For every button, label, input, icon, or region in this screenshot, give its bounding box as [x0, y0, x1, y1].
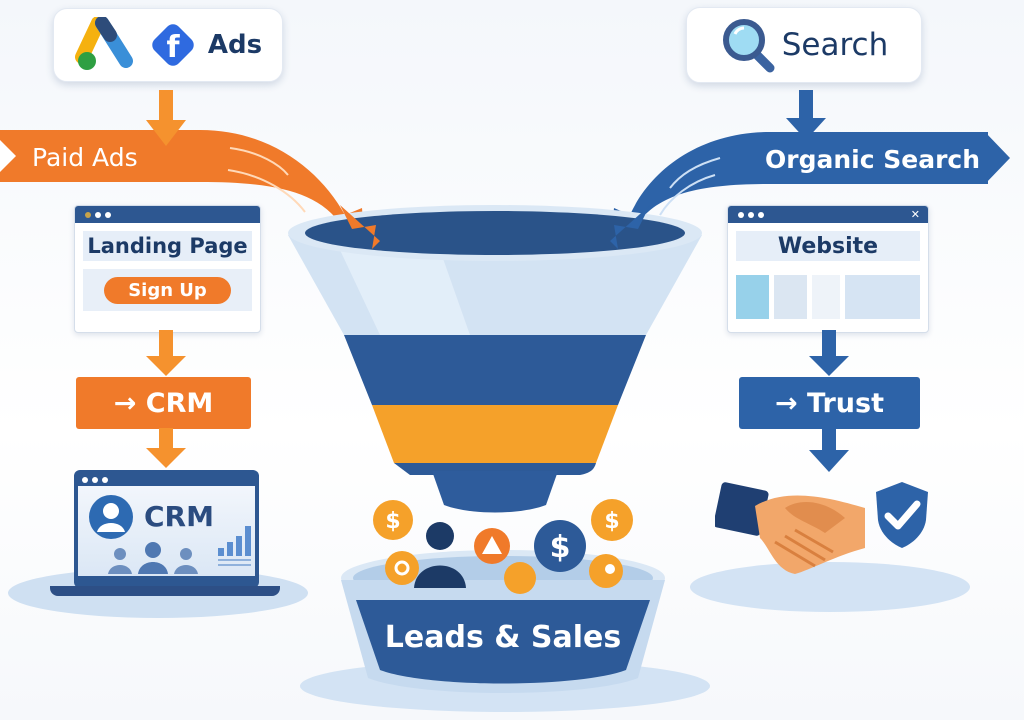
laptop-base	[50, 586, 280, 596]
down-arrow-icon	[786, 90, 826, 140]
coin-icon	[589, 554, 623, 588]
bar-chart-icon	[218, 526, 251, 566]
paid-ads-label: Paid Ads	[32, 143, 138, 172]
dollar-coin-icon: $	[591, 499, 633, 541]
website-window: ✕ Website	[727, 205, 929, 333]
handshake-icon	[715, 482, 865, 574]
svg-text:$: $	[385, 509, 400, 534]
landing-page-title: Landing Page	[87, 234, 248, 258]
svg-text:$: $	[604, 509, 619, 534]
ads-label: Ads	[207, 30, 263, 60]
coins-and-leads: $ $ $	[373, 499, 633, 594]
landing-page-window: Landing Page Sign Up	[74, 205, 261, 333]
paid-ads-flow-arrow	[0, 130, 365, 248]
funnel-graphic	[288, 205, 702, 513]
google-ads-icon	[74, 17, 133, 70]
users-group-icon	[108, 542, 198, 574]
organic-search-flow-arrow	[610, 132, 1010, 248]
sign-up-button[interactable]: Sign Up	[104, 276, 231, 304]
trust-step-box: → Trust	[739, 377, 920, 429]
crm-step-box: → CRM	[76, 377, 251, 429]
down-arrow-icon	[809, 330, 849, 376]
website-title: Website	[777, 233, 879, 259]
down-arrow-icon	[146, 90, 186, 146]
coin-icon	[385, 551, 419, 585]
leads-bucket	[341, 550, 665, 693]
down-arrow-icon	[809, 428, 849, 472]
organic-search-label: Organic Search	[765, 145, 981, 174]
user-avatar-icon	[89, 495, 133, 539]
search-card: Search	[686, 7, 922, 83]
svg-text:$: $	[550, 530, 571, 565]
window-titlebar	[75, 206, 260, 223]
down-arrow-icon	[146, 428, 186, 468]
down-arrow-icon	[146, 330, 186, 376]
facebook-icon: f	[152, 24, 194, 66]
svg-text:f: f	[166, 30, 180, 65]
magnifier-icon	[722, 19, 775, 73]
dollar-coin-icon: $	[373, 500, 413, 540]
window-titlebar: ✕	[728, 206, 928, 223]
leads-sales-label: Leads & Sales	[384, 620, 622, 655]
crm-laptop: CRM	[74, 470, 259, 588]
person-icon	[414, 522, 466, 588]
handshake-shadow	[690, 562, 970, 612]
triangle-coin-icon	[474, 528, 510, 564]
close-icon[interactable]: ✕	[910, 208, 920, 221]
search-label: Search	[781, 27, 889, 63]
shield-check-icon	[876, 482, 928, 548]
crm-title: CRM	[144, 500, 214, 533]
coin-icon	[504, 562, 536, 594]
ads-card: f Ads	[53, 8, 283, 82]
dollar-coin-icon: $	[534, 520, 586, 572]
